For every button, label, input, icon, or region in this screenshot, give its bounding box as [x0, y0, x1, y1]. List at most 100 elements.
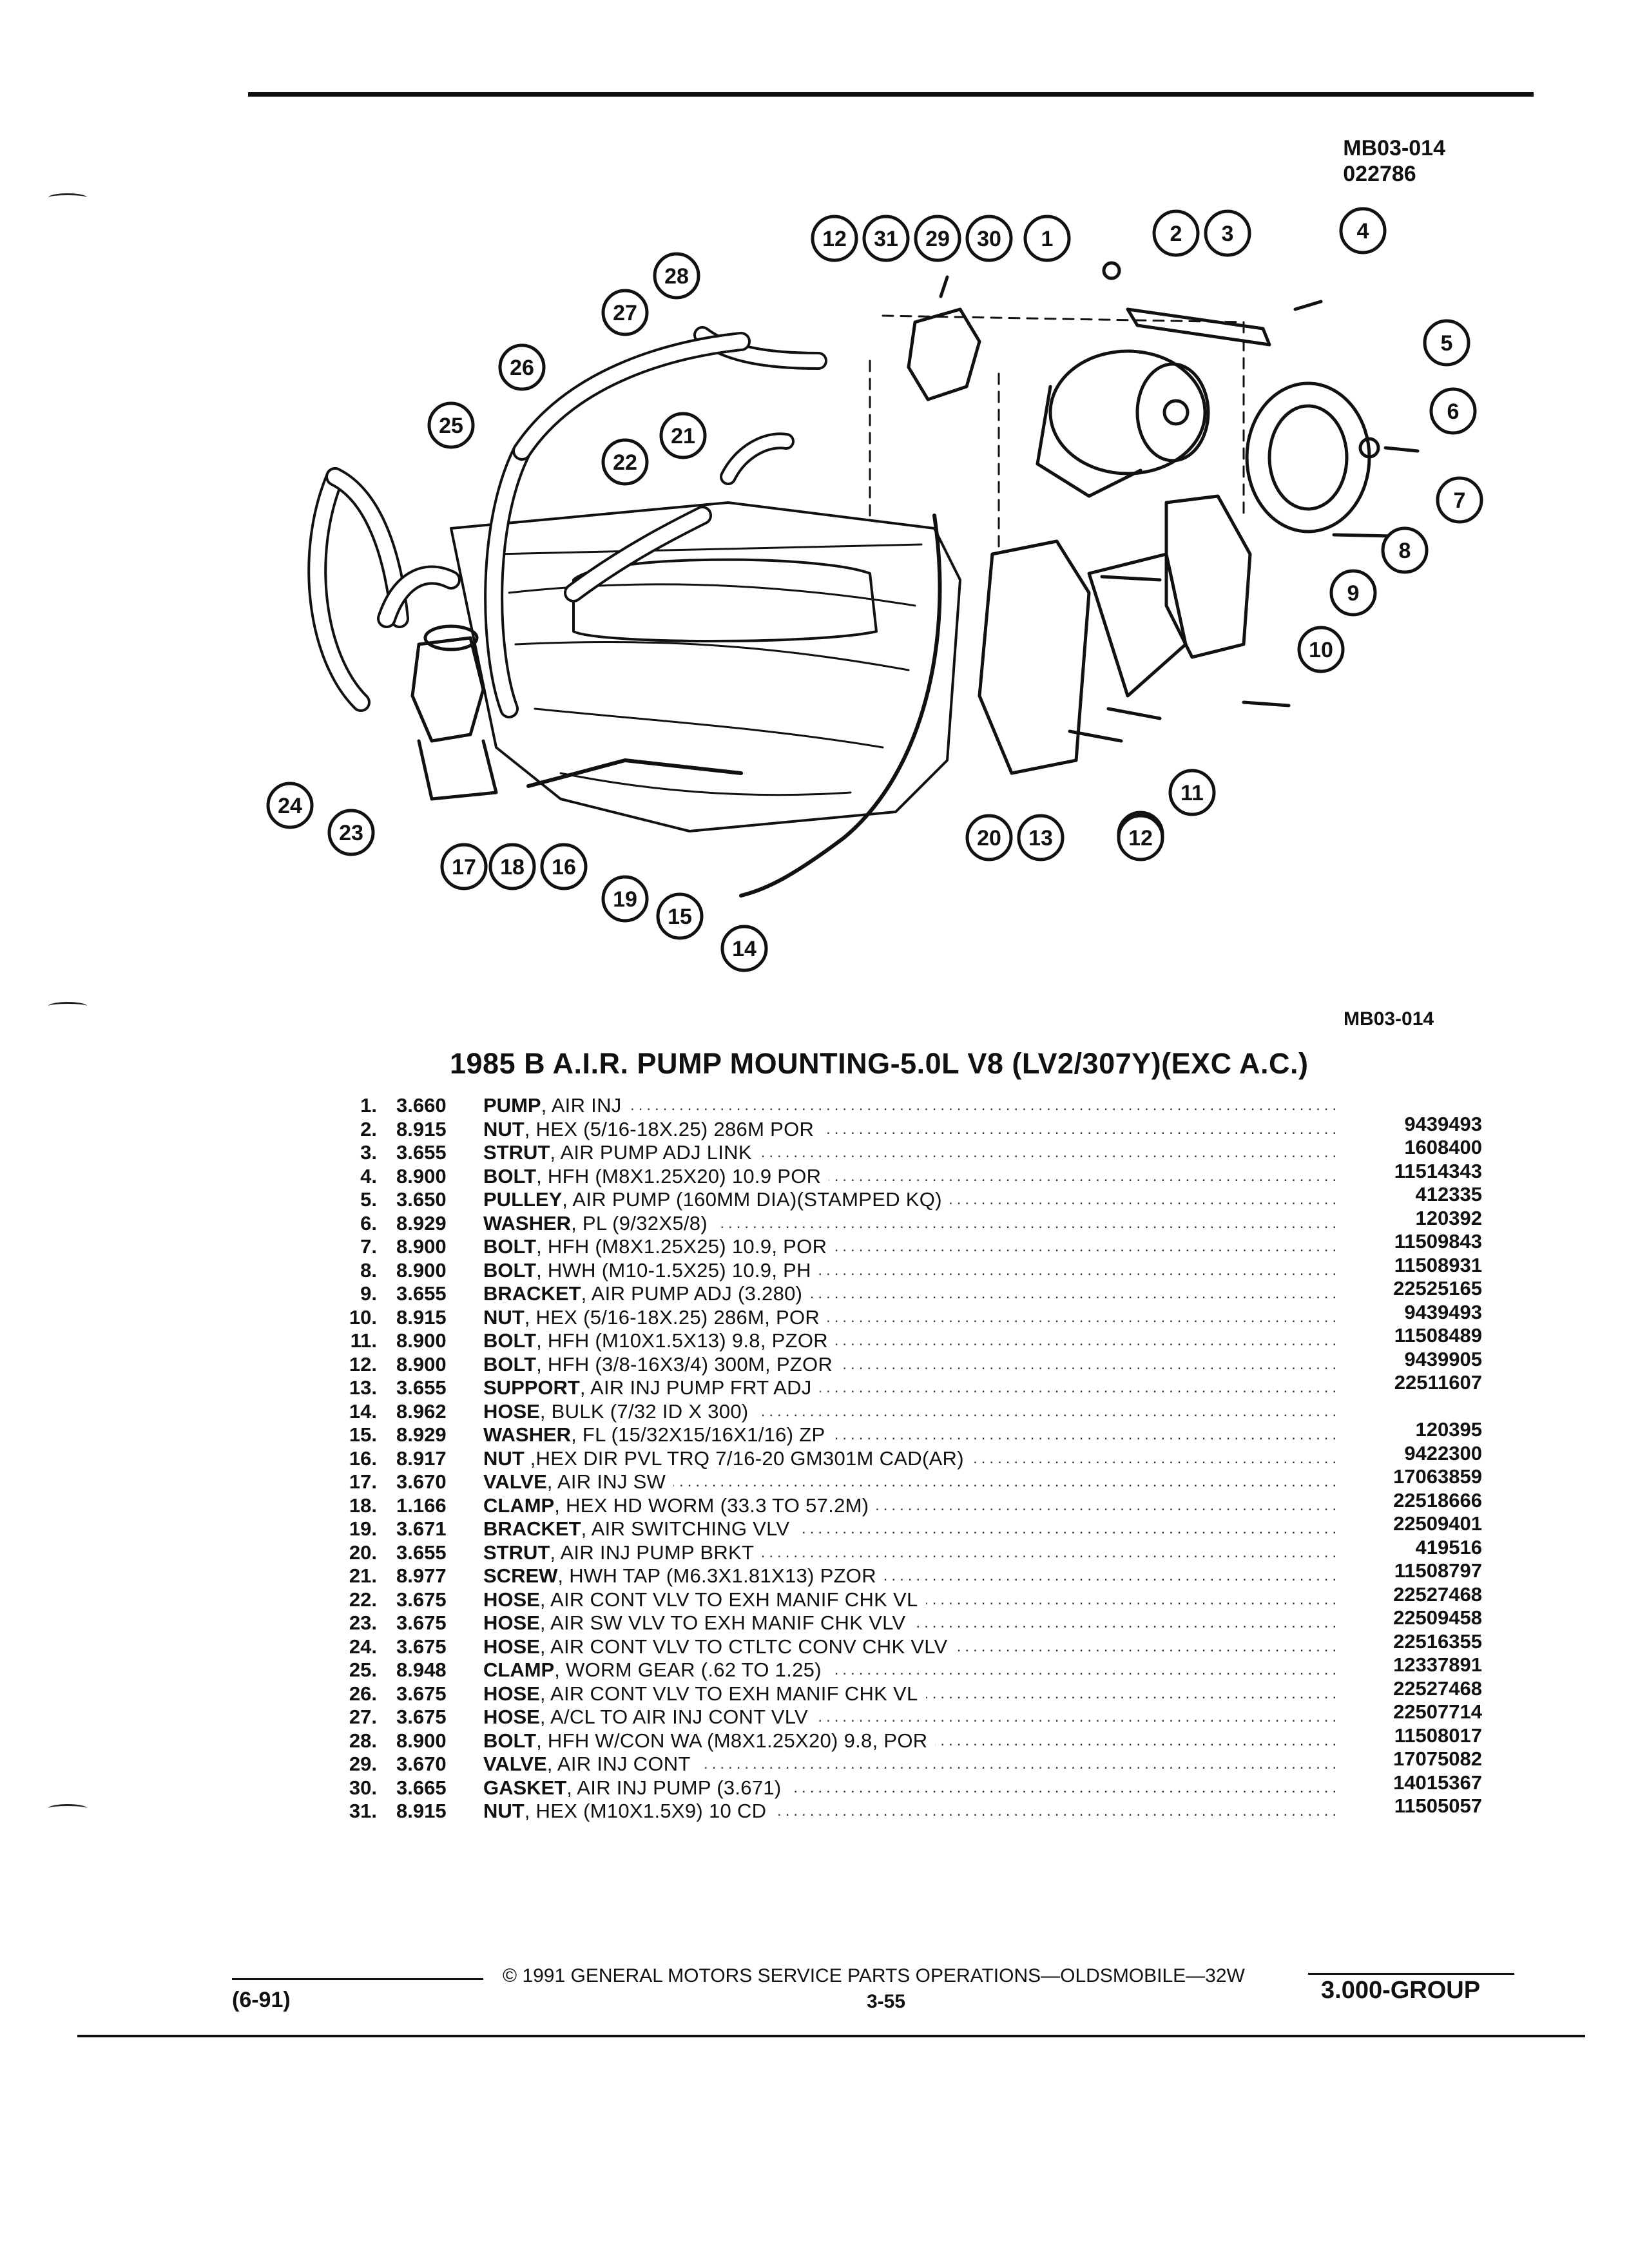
part-number: 22509458: [1393, 1606, 1482, 1629]
part-description: WASHER, PL (9/32X5/8): [483, 1211, 715, 1235]
part-group-code: 3.665: [396, 1776, 447, 1799]
callout-label: 9: [1347, 581, 1360, 606]
part-description: NUT ,HEX DIR PVL TRQ 7/16-20 GM301M CAD(…: [483, 1446, 972, 1470]
parts-list-row: 11.8.900................................…: [335, 1324, 1482, 1353]
callout-circle: [1436, 476, 1483, 524]
callout-circle: [653, 252, 700, 300]
callout-10: 10: [1297, 626, 1345, 673]
part-detail: , BULK (7/32 ID X 300): [539, 1399, 749, 1423]
part-group-code: 8.929: [396, 1211, 447, 1235]
parts-list-row: 5.3.650.................................…: [335, 1183, 1482, 1212]
part-detail: , AIR PUMP ADJ LINK: [550, 1141, 752, 1164]
part-detail: , HEX (5/16-18X.25) 286M POR: [524, 1117, 815, 1140]
part-name: PULLEY: [483, 1188, 563, 1211]
parts-list-row: 12.8.900................................…: [335, 1348, 1482, 1376]
part-group-code: 8.900: [396, 1258, 447, 1282]
part-name: VALVE: [483, 1470, 547, 1493]
callout-circle: [1423, 319, 1470, 367]
parts-list-row: 8.8.900.................................…: [335, 1254, 1482, 1282]
part-number: 11508017: [1394, 1724, 1482, 1747]
part-number-index: 26.: [349, 1682, 377, 1705]
part-group-code: 8.915: [396, 1117, 447, 1140]
part-name: HOSE: [483, 1588, 540, 1611]
callout-label: 12: [1128, 826, 1153, 850]
callout-circle: [1117, 814, 1164, 861]
callout-19: 19: [601, 875, 649, 923]
part-detail: , HFH (M8X1.25X25) 10.9, POR: [536, 1235, 827, 1258]
part-number: 22525165: [1393, 1277, 1482, 1300]
part-number: 11514343: [1394, 1159, 1482, 1182]
part-number-index: 20.: [349, 1541, 377, 1564]
callout-3: 3: [1204, 209, 1251, 257]
callout-8: 8: [1381, 526, 1429, 574]
part-name: HOSE: [483, 1611, 540, 1634]
part-group-code: 8.915: [396, 1800, 447, 1822]
part-group-code: 3.650: [396, 1188, 447, 1211]
part-number-index: 4.: [360, 1164, 377, 1187]
part-name: BOLT: [483, 1329, 537, 1352]
callout-13: 13: [1017, 814, 1065, 861]
part-description: HOSE, BULK (7/32 ID X 300): [483, 1399, 757, 1423]
part-number: 11509843: [1394, 1230, 1482, 1253]
header-code: MB03-014: [1343, 136, 1445, 160]
part-number-index: 15.: [349, 1423, 377, 1446]
part-number: 14015367: [1393, 1771, 1482, 1794]
part-group-code: 8.929: [396, 1423, 447, 1446]
part-group-code: 8.977: [396, 1564, 447, 1587]
part-number: 120392: [1415, 1206, 1482, 1229]
footer-copyright: © 1991 GENERAL MOTORS SERVICE PARTS OPER…: [503, 1965, 1245, 1986]
part-name: BRACKET: [483, 1517, 581, 1540]
footer-rule-left: [232, 1978, 483, 1980]
callout-circle: [1168, 769, 1216, 816]
part-detail: , WORM GEAR (.62 TO 1.25): [554, 1658, 822, 1681]
callout-circle: [1204, 209, 1251, 257]
part-description: VALVE, AIR INJ CONT: [483, 1753, 699, 1776]
part-number: 9439905: [1404, 1347, 1482, 1370]
part-detail: , HFH (M10X1.5X13) 9.8, PZOR: [536, 1329, 828, 1352]
part-detail: , AIR INJ CONT: [546, 1753, 691, 1775]
callout-31: 31: [862, 215, 910, 262]
part-name: HOSE: [483, 1635, 540, 1658]
part-description: CLAMP, WORM GEAR (.62 TO 1.25): [483, 1658, 829, 1682]
part-description: WASHER, FL (15/32X15/16X1/16) ZP: [483, 1423, 833, 1447]
callout-label: 5: [1441, 331, 1453, 356]
part-description: SUPPORT, AIR INJ PUMP FRT ADJ: [483, 1376, 820, 1400]
part-number-index: 1.: [360, 1094, 377, 1117]
part-number-index: 3.: [360, 1141, 377, 1164]
part-description: BOLT, HWH (M10-1.5X25) 10.9, PH: [483, 1258, 819, 1282]
part-detail: , AIR CONT VLV TO EXH MANIF CHK VL: [539, 1682, 918, 1705]
part-description: HOSE, A/CL TO AIR INJ CONT VLV: [483, 1706, 816, 1729]
part-name: CLAMP: [483, 1658, 555, 1681]
part-group-code: 3.675: [396, 1635, 447, 1658]
part-detail: , A/CL TO AIR INJ CONT VLV: [539, 1706, 808, 1728]
callout-circle: [914, 215, 961, 262]
part-number-index: 21.: [349, 1564, 377, 1587]
part-name: BOLT: [483, 1164, 537, 1187]
part-detail: , AIR INJ PUMP FRT ADJ: [579, 1376, 812, 1399]
callout-27: 27: [601, 289, 649, 336]
parts-list-row: 15.8.929................................…: [335, 1418, 1482, 1447]
parts-list-row: 23.3.675................................…: [335, 1606, 1482, 1635]
margin-mark: [48, 193, 87, 202]
part-description: NUT, HEX (M10X1.5X9) 10 CD: [483, 1800, 775, 1823]
part-detail: , PL (9/32X5/8): [571, 1211, 708, 1235]
part-description: STRUT, AIR PUMP ADJ LINK: [483, 1141, 760, 1165]
part-number: 11508489: [1394, 1324, 1482, 1347]
part-group-code: 3.655: [396, 1141, 447, 1164]
callout-29: 29: [914, 215, 961, 262]
part-description: BOLT, HFH (M8X1.25X20) 10.9 POR: [483, 1164, 829, 1188]
part-description: HOSE, AIR CONT VLV TO EXH MANIF CHK VL: [483, 1682, 926, 1706]
callout-12: 12: [811, 215, 858, 262]
part-number: 22527468: [1393, 1582, 1482, 1606]
callout-circle: [811, 215, 858, 262]
part-group-code: 8.900: [396, 1352, 447, 1376]
part-name: BRACKET: [483, 1282, 581, 1305]
part-number-index: 23.: [349, 1611, 377, 1634]
part-description: BRACKET, AIR SWITCHING VLV: [483, 1517, 798, 1541]
callout-circle: [498, 343, 546, 391]
part-number-index: 2.: [360, 1117, 377, 1140]
callout-label: 22: [613, 450, 637, 475]
part-number-index: 29.: [349, 1753, 377, 1775]
part-name: NUT: [483, 1800, 525, 1822]
callout-circle: [1297, 626, 1345, 673]
